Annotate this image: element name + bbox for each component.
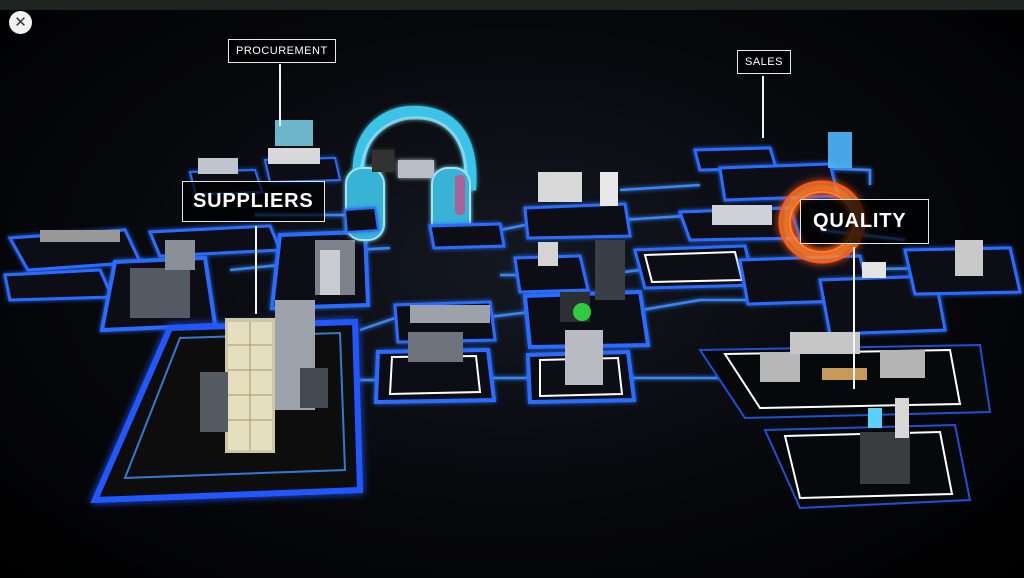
- close-icon: ✕: [14, 13, 27, 31]
- quality-label: QUALITY: [800, 199, 930, 244]
- zone-outline: [523, 202, 632, 240]
- quality-leader: [853, 247, 855, 389]
- zone-outline: [343, 206, 380, 234]
- procurement-leader: [279, 64, 281, 126]
- factory-map-scene: [3, 105, 1022, 510]
- suppliers-zone: [3, 120, 371, 504]
- procurement-label: PROCUREMENT: [228, 39, 336, 63]
- close-button[interactable]: ✕: [9, 11, 32, 34]
- production-zones: [343, 172, 651, 405]
- quality-sales-zones: [633, 132, 1022, 510]
- sales-leader: [762, 76, 764, 138]
- top-bar: [0, 0, 1024, 10]
- sales-label: SALES: [737, 50, 791, 74]
- zone-outline: [428, 222, 506, 250]
- suppliers-leader: [255, 226, 257, 314]
- zone-outline: [513, 254, 590, 294]
- supplier-building: [200, 300, 328, 453]
- zone-outline: [3, 268, 115, 302]
- suppliers-label: SUPPLIERS: [182, 181, 325, 222]
